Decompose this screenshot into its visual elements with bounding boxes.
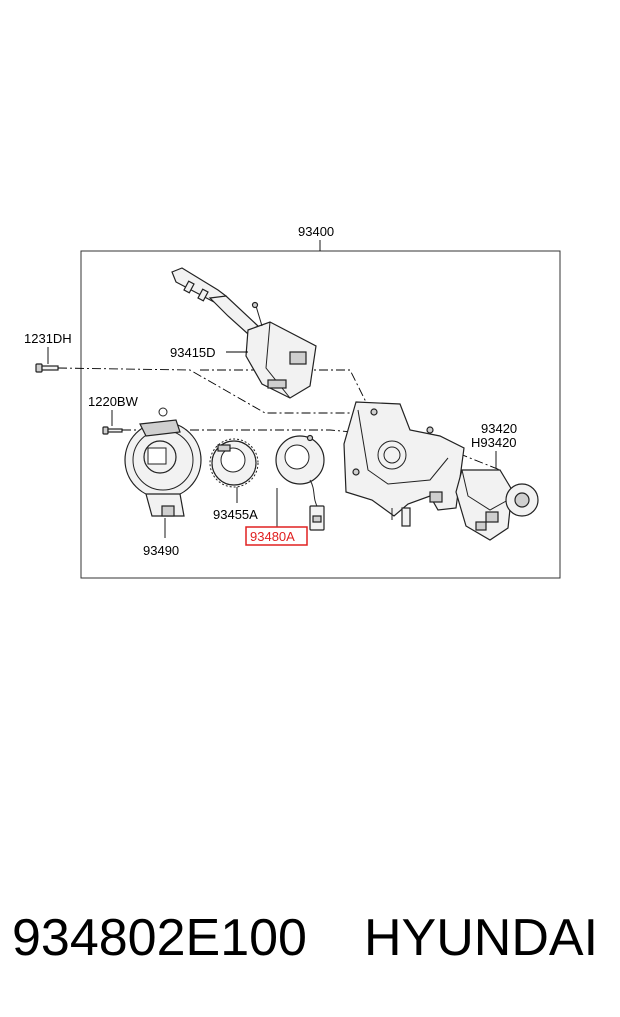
lighting-switch-93420 — [455, 469, 539, 541]
assembly-frame — [80, 250, 561, 579]
screw-1220bw — [102, 426, 123, 435]
ring-93455a — [209, 438, 259, 488]
part-number: 934802E100 — [12, 909, 307, 967]
label-93490: 93490 — [143, 543, 179, 558]
footer: 934802E100 HYUNDAI — [0, 905, 620, 975]
label-93480A: 93480A — [250, 529, 295, 544]
sensor-93480a — [275, 434, 325, 531]
bolt-1231dh — [35, 363, 59, 373]
label-93420: 93420 — [481, 421, 517, 436]
label-93400: 93400 — [298, 224, 334, 239]
label-1220BW: 1220BW — [88, 394, 139, 409]
clock-spring-93490 — [124, 407, 202, 517]
highlight-box — [245, 526, 308, 546]
label-93415D: 93415D — [170, 345, 216, 360]
parts-diagram: 93400 1231DH 1220BW 93415D — [24, 224, 561, 579]
label-H93420: H93420 — [471, 435, 517, 450]
label-93455A: 93455A — [213, 507, 258, 522]
label-1231DH: 1231DH — [24, 331, 72, 346]
wiper-switch-93415d — [171, 267, 317, 399]
brand-name: HYUNDAI — [364, 909, 599, 967]
switch-housing — [343, 401, 465, 527]
